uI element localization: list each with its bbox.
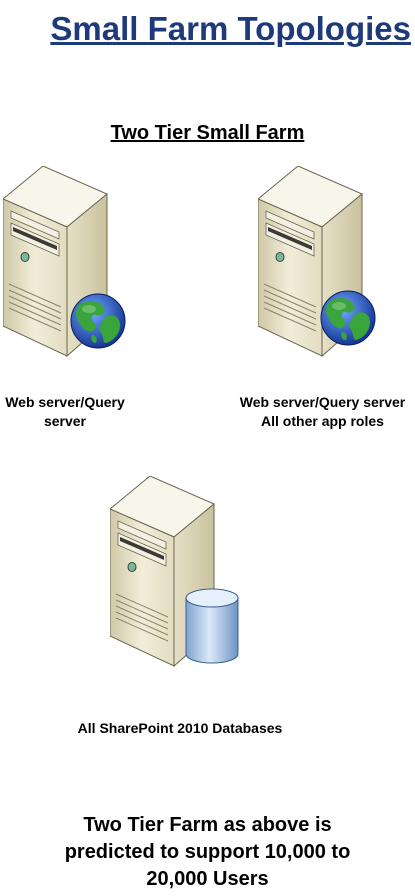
diagram-subtitle: Two Tier Small Farm	[110, 122, 305, 144]
database-icon	[185, 588, 239, 664]
server-3-label: All SharePoint 2010 Databases	[40, 719, 320, 738]
server-1-label-line1: Web server/Query	[5, 394, 125, 410]
globe-icon	[70, 293, 126, 349]
web-query-server-node	[3, 166, 133, 366]
globe-icon	[320, 290, 376, 346]
server-tower-icon	[3, 166, 126, 357]
server-2-label: Web server/Query server All other app ro…	[230, 393, 415, 431]
server-tower-icon	[258, 166, 376, 357]
server-3-label-line1: All SharePoint 2010 Databases	[77, 720, 283, 736]
server-2-label-line1: Web server/Query server	[239, 394, 406, 410]
capacity-note-line2: predicted to support 10,000 to	[64, 841, 351, 863]
server-1-label-line2: server	[43, 413, 87, 429]
capacity-note-line3: 20,000 Users	[146, 868, 269, 890]
capacity-note-line1: Two Tier Farm as above is	[83, 814, 332, 836]
page-title: Small Farm Topologies	[50, 10, 411, 47]
app-roles-server-node	[258, 166, 388, 366]
server-1-label: Web server/Query server	[0, 393, 130, 431]
server-2-label-line2: All other app roles	[261, 413, 384, 429]
capacity-note: Two Tier Farm as above is predicted to s…	[30, 812, 385, 893]
database-server-node	[110, 476, 250, 676]
server-tower-icon	[110, 476, 239, 667]
